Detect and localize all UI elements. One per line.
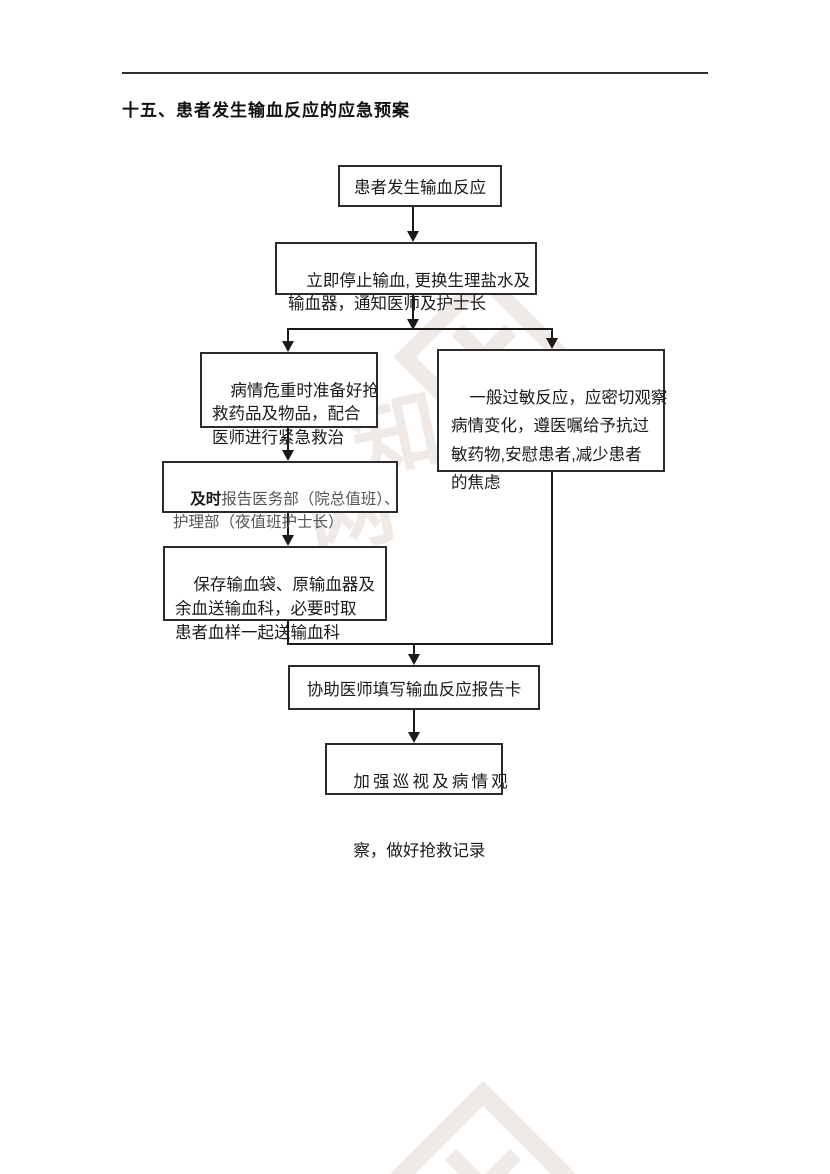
connector-report-to-preserve [287, 513, 289, 538]
connector-split-bar [287, 328, 553, 330]
flow-node-stop-transfusion: 立即停止输血, 更换生理盐水及 输血器，通知医师及护士长 [275, 242, 537, 313]
connector-preserve-to-merge [287, 621, 289, 645]
arrowhead-icon [282, 535, 294, 546]
arrowhead-icon [407, 231, 419, 242]
connector-split-to-allergic [551, 329, 553, 341]
page-title: 十五、患者发生输血反应的应急预案 [122, 101, 410, 120]
arrowhead-icon [408, 654, 420, 665]
flow-node-stop-label: 立即停止输血, 更换生理盐水及 输血器，通知医师及护士长 [288, 272, 531, 313]
connector-split-to-critical [287, 329, 289, 344]
flow-node-preserve-samples: 保存输血袋、原输血器及 余血送输血科，必要时取 患者血样一起送输血科 [163, 546, 387, 642]
connector-merge-bar [287, 643, 553, 645]
flow-node-critical-label: 病情危重时准备好抢 救药品及物品，配合 医师进行紧急救治 [212, 381, 379, 447]
connector-start-to-stop [412, 207, 414, 234]
flow-node-report-lead: 及时 [190, 491, 222, 508]
flow-node-start-label: 患者发生输血反应 [354, 179, 486, 197]
flow-node-report-card: 协助医师填写输血反应报告卡 [288, 665, 540, 710]
flow-node-report-card-label: 协助医师填写输血反应报告卡 [306, 680, 522, 699]
connector-stop-to-split [412, 295, 414, 322]
connector-allergic-to-merge [551, 472, 553, 645]
flow-node-report-rest: 报告医务部（院总值班）、 护理部（夜值班护士长） [173, 491, 400, 531]
arrowhead-icon [408, 732, 420, 743]
connector-card-to-observe [413, 710, 415, 735]
connector-merge-to-card [413, 645, 415, 657]
flow-node-observe-line1: 加强巡视及病情观 [353, 773, 511, 791]
arrowhead-icon [282, 450, 294, 461]
flow-node-allergic-branch: 一般过敏反应，应密切观察 病情变化，遵医嘱给予抗过 敏药物,安慰患者,减少患者 … [437, 349, 667, 492]
header-rule [122, 72, 708, 74]
flow-node-preserve-label: 保存输血袋、原输血器及 余血送输血科，必要时取 患者血样一起送输血科 [175, 576, 375, 642]
watermark-diamond-icon [376, 1080, 590, 1174]
flow-node-critical-branch: 病情危重时准备好抢 救药品及物品，配合 医师进行紧急救治 [200, 352, 379, 447]
flow-node-report-departments: 及时报告医务部（院总值班）、 护理部（夜值班护士长） [162, 461, 400, 531]
connector-critical-to-report [287, 428, 289, 453]
flow-node-allergic-label: 一般过敏反应，应密切观察 病情变化，遵医嘱给予抗过 敏药物,安慰患者,减少患者 … [451, 388, 668, 493]
flow-node-observe-record: 加强巡视及病情观 察，做好抢救记录 [325, 743, 508, 860]
flow-node-start: 患者发生输血反应 [338, 165, 502, 207]
arrowhead-icon [546, 338, 558, 349]
arrowhead-icon [282, 341, 294, 352]
flow-node-observe-line2: 察，做好抢救记录 [353, 842, 486, 860]
arrowhead-icon [407, 319, 419, 330]
